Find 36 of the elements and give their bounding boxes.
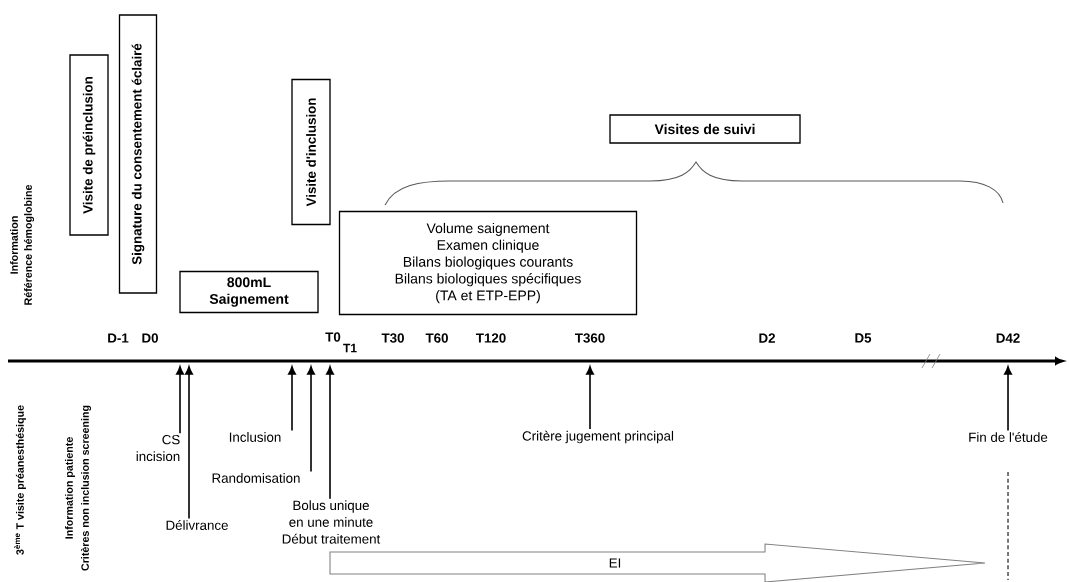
tick-label: T120 bbox=[475, 333, 506, 343]
visit-box: Visite de préinclusion bbox=[69, 54, 109, 236]
tick-label: D2 bbox=[759, 333, 775, 343]
tick-label: D0 bbox=[142, 333, 158, 343]
event-label: Randomisation bbox=[212, 473, 300, 483]
event-label: Inclusion bbox=[229, 432, 281, 442]
visit-box: Signature du consentement éclairé bbox=[118, 14, 158, 294]
event-label: Bolus unique en une minute Début traitement bbox=[282, 500, 381, 544]
info-box: Visites de suivi bbox=[609, 114, 801, 144]
tick-label: D-1 bbox=[108, 333, 129, 343]
arrow bbox=[307, 366, 315, 473]
arrow bbox=[176, 366, 184, 435]
arrow bbox=[326, 366, 334, 500]
event-label: CS incision bbox=[136, 434, 180, 462]
arrow bbox=[586, 366, 594, 430]
tick-label: T360 bbox=[574, 333, 605, 343]
tick-label: T30 bbox=[381, 333, 404, 343]
side-note: Information bbox=[10, 216, 18, 274]
event-label: Délivrance bbox=[166, 520, 228, 530]
side-note: Critères non inclusion screening bbox=[80, 405, 92, 571]
side-note: Information patiente bbox=[65, 437, 75, 539]
info-box: Volume saignement Examen clinique Bilans biologiques courants Bilans biologiques spécifiques (TA et ETP-EPP) bbox=[338, 210, 638, 316]
tick-label: D5 bbox=[855, 333, 872, 343]
info-box: 800mL Saignement bbox=[179, 270, 319, 314]
tick-label: T0 bbox=[325, 332, 341, 342]
arrow bbox=[288, 366, 296, 432]
side-note: 3$^{ème}$ T visite préanesthésique bbox=[14, 405, 26, 555]
event-label: Critère jugement principal bbox=[522, 430, 674, 444]
side-note: Référence hémoglobine bbox=[23, 184, 35, 305]
tick-label: T1 bbox=[343, 343, 357, 353]
arrow bbox=[185, 366, 193, 520]
arrow bbox=[1004, 366, 1012, 432]
event-label: Fin de l'étude bbox=[969, 432, 1048, 442]
tick-label: D42 bbox=[996, 333, 1020, 343]
tick-label: T60 bbox=[425, 333, 448, 343]
visit-box: Visite d'inclusion bbox=[291, 78, 331, 226]
